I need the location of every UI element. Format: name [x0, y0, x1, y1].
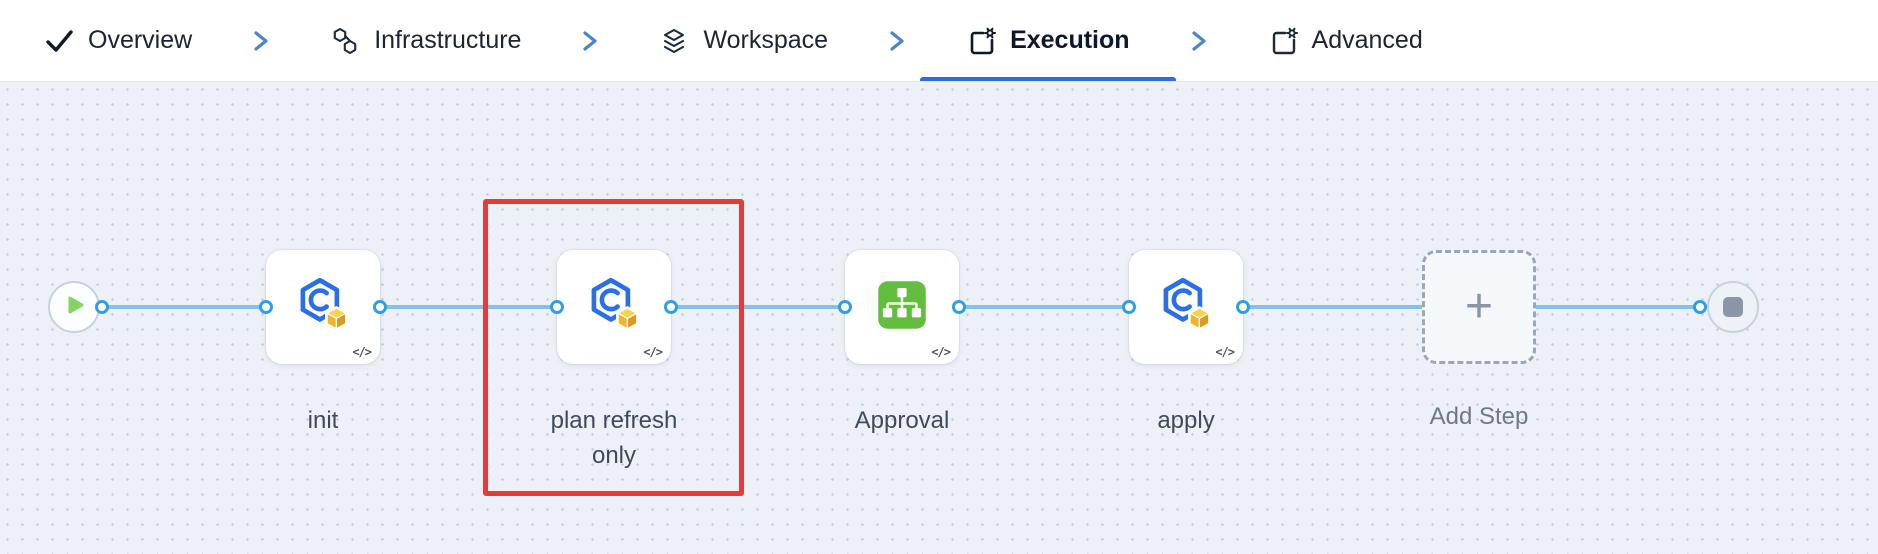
terraform-cube-icon [292, 274, 354, 341]
connector-port[interactable] [550, 300, 564, 314]
tab-label: Workspace [703, 26, 829, 54]
node-plan-refresh-only[interactable]: </> [557, 250, 671, 364]
connector-port[interactable] [952, 300, 966, 314]
tab-workspace[interactable]: Workspace [659, 0, 828, 81]
box-gear-icon [1268, 26, 1298, 56]
connector-port[interactable] [1693, 300, 1707, 314]
code-badge: </> [643, 345, 663, 359]
connector-port[interactable] [1122, 300, 1136, 314]
tab-label: Advanced [1311, 26, 1423, 54]
pipeline-start-node [48, 281, 100, 333]
tab-infrastructure[interactable]: Infrastructure [330, 0, 521, 81]
chevron-right-icon [886, 0, 908, 81]
node-init[interactable]: </> [266, 250, 380, 364]
wizard-step-nav: Overview Infrastructure [0, 0, 1878, 82]
approval-sitemap-icon [871, 274, 933, 341]
tab-label: Execution [1010, 26, 1130, 54]
terraform-cube-icon [1155, 274, 1217, 341]
code-badge: </> [931, 345, 951, 359]
node-label-approval: Approval [854, 407, 950, 434]
terraform-cube-icon [583, 274, 645, 341]
connector-port[interactable] [664, 300, 678, 314]
chevron-right-icon [579, 0, 601, 81]
layers-icon [659, 26, 689, 56]
stop-icon [1723, 297, 1743, 317]
pipeline-canvas: </> init </> plan refresh only [0, 82, 1878, 554]
add-step-button[interactable]: + [1422, 250, 1536, 364]
chevron-right-icon [1188, 0, 1210, 81]
node-label-apply: apply [1157, 407, 1215, 434]
tab-overview[interactable]: Overview [44, 0, 192, 81]
tab-execution[interactable]: Execution [919, 0, 1177, 81]
tab-label: Overview [88, 26, 193, 54]
code-badge: </> [352, 345, 372, 359]
add-step-label: Add Step [1429, 403, 1529, 430]
connector-port[interactable] [373, 300, 387, 314]
code-badge: </> [1215, 345, 1235, 359]
connector-port[interactable] [95, 300, 109, 314]
plus-icon: + [1464, 280, 1494, 333]
node-approval[interactable]: </> [845, 250, 959, 364]
node-label-init: init [307, 407, 339, 434]
connector-port[interactable] [259, 300, 273, 314]
check-icon [44, 26, 74, 56]
box-gear-icon [966, 26, 997, 56]
tab-label: Infrastructure [374, 26, 522, 54]
connector-port[interactable] [1236, 300, 1250, 314]
connector-port[interactable] [838, 300, 852, 314]
node-apply[interactable]: </> [1129, 250, 1243, 364]
tab-advanced[interactable]: Advanced [1268, 0, 1423, 81]
chevron-right-icon [250, 0, 272, 81]
node-label-plan-refresh-only: plan refresh only [550, 407, 678, 469]
pipeline-end-node [1707, 281, 1759, 333]
hexagons-icon [330, 26, 360, 56]
play-icon [62, 293, 86, 322]
